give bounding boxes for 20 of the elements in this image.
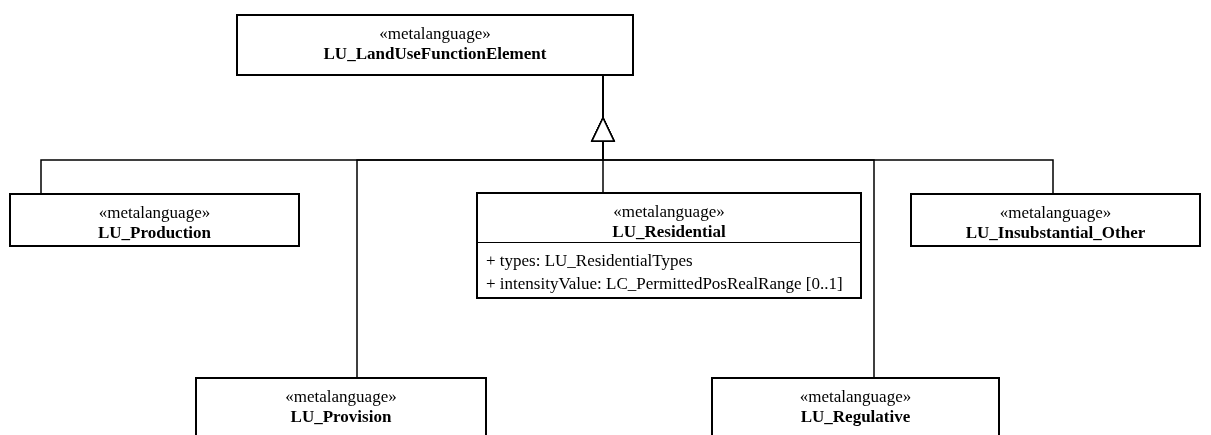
class-box <box>476 192 862 299</box>
attribute-text: + types: LU_ResidentialTypes <box>486 250 694 272</box>
class-box <box>910 193 1201 247</box>
stereotype-label: «metalanguage» <box>998 203 1113 223</box>
class-name: LU_LandUseFunctionElement <box>322 44 548 64</box>
class-name: LU_Production <box>96 223 212 243</box>
stereotype-label: «metalanguage» <box>612 202 726 222</box>
class-name: LU_Provision <box>289 407 393 427</box>
stereotype-label: «metalanguage» <box>798 387 913 407</box>
stereotype-label: «metalanguage» <box>97 203 212 223</box>
class-name: LU_Regulative <box>799 407 912 427</box>
attribute-text: + intensityValue: LC_PermittedPosRealRange [0..1] <box>486 273 844 295</box>
class-box <box>9 193 300 247</box>
class-box <box>711 377 1000 435</box>
class-box <box>195 377 487 435</box>
stereotype-label: «metalanguage» <box>284 387 398 407</box>
class-name: LU_Insubstantial_Other <box>964 223 1147 243</box>
class-name: LU_Residential <box>611 222 727 242</box>
stereotype-label: «metalanguage» <box>378 24 492 44</box>
class-box <box>236 14 634 76</box>
